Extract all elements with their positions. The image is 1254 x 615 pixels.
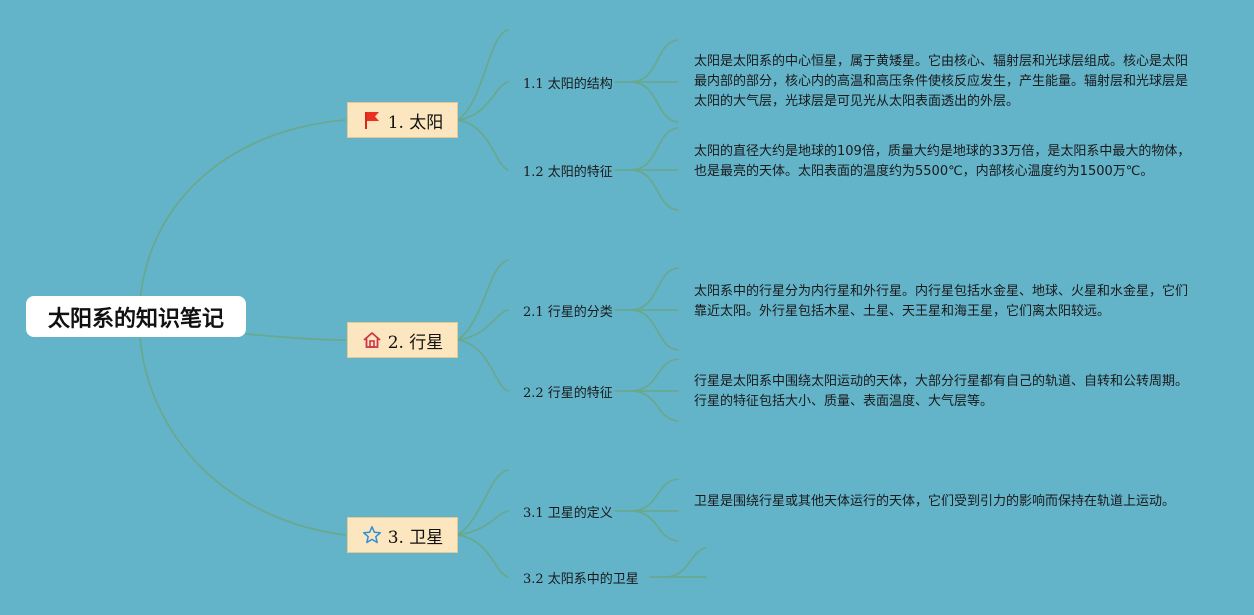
branch-topic-planets[interactable]: 2. 行星 xyxy=(347,322,458,358)
connector-branch-3-sub-1 xyxy=(457,510,509,536)
note-sun-features: 太阳的直径大约是地球的109倍，质量大约是地球的33万倍，是太阳系中最大的物体，… xyxy=(694,144,1191,179)
connector-sub-3-2-note xyxy=(649,547,707,578)
root-topic[interactable]: 太阳系的知识笔记 xyxy=(26,296,246,337)
subtopic-planet-features[interactable]: 2.2 行星的特征 xyxy=(523,386,613,401)
note-planet-classification: 太阳系中的行星分为内行星和外行星。内行星包括水金星、地球、火星和水金星，它们靠近… xyxy=(694,284,1189,319)
subtopic-solar-system-satellites[interactable]: 3.2 太阳系中的卫星 xyxy=(523,572,639,587)
note-sun-structure: 太阳是太阳系的中心恒星，属于黄矮星。它由核心、辐射层和光球层组成。核心是太阳最内… xyxy=(694,54,1189,109)
connector-branch-2-sub-1 xyxy=(457,309,509,341)
connector-branch-1-sub-1 xyxy=(457,81,509,121)
red-flag-icon xyxy=(362,110,382,130)
connector-sub-1-1-note xyxy=(614,39,679,123)
connector-branch-3-sub-2 xyxy=(457,534,509,578)
connector-root-branch-3 xyxy=(139,337,346,536)
subtopic-sun-features[interactable]: 1.2 太阳的特征 xyxy=(523,165,613,180)
connector-branch-1-stub xyxy=(457,29,509,121)
branch-topic-label: 2. 行星 xyxy=(387,332,444,353)
note-satellite-definition: 卫星是围绕行星或其他天体运行的天体，它们受到引力的影响而保持在轨道上运动。 xyxy=(694,494,1176,509)
branch-topic-satellites[interactable]: 3. 卫星 xyxy=(347,517,458,553)
connector-sub-1-2-note xyxy=(614,127,679,211)
connector-branch-2-sub-2 xyxy=(457,339,509,392)
connector-sub-2-2-note xyxy=(614,358,679,422)
star-outline-icon xyxy=(362,525,382,545)
connector-branch-1-sub-2 xyxy=(457,119,509,171)
subtopic-planet-classification[interactable]: 2.1 行星的分类 xyxy=(523,305,613,320)
branch-topic-label: 3. 卫星 xyxy=(387,527,444,548)
branch-topic-sun[interactable]: 1. 太阳 xyxy=(347,102,458,138)
connector-sub-2-1-note xyxy=(614,267,679,351)
connector-branch-3-stub xyxy=(457,469,509,536)
subtopic-satellite-definition[interactable]: 3.1 卫星的定义 xyxy=(523,506,613,521)
connector-root-branch-1 xyxy=(139,119,346,301)
house-icon xyxy=(362,330,382,350)
branch-topic-label: 1. 太阳 xyxy=(387,112,444,133)
root-topic-label: 太阳系的知识笔记 xyxy=(47,306,224,332)
connector-root-branch-2 xyxy=(245,333,346,341)
connector-branch-2-stub xyxy=(457,259,509,341)
note-planet-features: 行星是太阳系中围绕太阳运动的天体，大部分行星都有自己的轨道、自转和公转周期。行星… xyxy=(694,374,1189,409)
connector-sub-3-1-note xyxy=(614,478,679,542)
subtopic-sun-structure[interactable]: 1.1 太阳的结构 xyxy=(523,77,613,92)
